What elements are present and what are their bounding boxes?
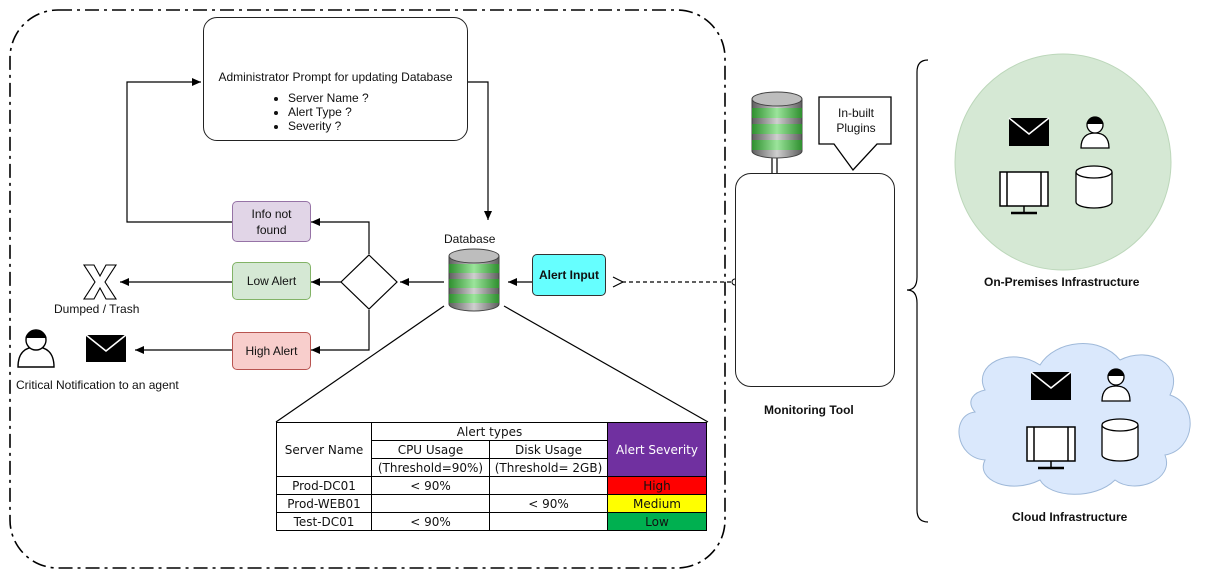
critical-notification-label: Critical Notification to an agent [16, 378, 179, 392]
header-cpu-threshold: (Threshold=90%) [371, 458, 490, 477]
info-to-admin-arrow [126, 78, 232, 223]
onprem-monitor-icon [999, 171, 1049, 215]
admin-prompt-item: Alert Type ? [288, 105, 369, 119]
connectors [120, 78, 778, 423]
header-disk-usage: Disk Usage [489, 440, 608, 459]
table-row: Test-DC01 < 90% Low [276, 512, 707, 531]
admin-prompt-item: Severity ? [288, 119, 369, 133]
onprem-label: On-Premises Infrastructure [984, 275, 1140, 289]
header-alert-severity: Alert Severity [607, 422, 707, 477]
database-icon [448, 248, 500, 312]
info-not-found-box: Info not found [232, 201, 311, 242]
low-alert-label: Low Alert [246, 274, 297, 288]
cloud-storage-icon [1101, 418, 1139, 462]
onprem-circle [954, 53, 1172, 271]
decision-to-high-alert-arrow [311, 310, 370, 354]
high-alert-box: High Alert [232, 332, 311, 370]
onprem-mail-icon [1008, 117, 1050, 146]
cell-severity-high: High [607, 476, 707, 495]
plugins-callout [818, 96, 892, 172]
cell-cpu: < 90% [371, 512, 490, 531]
header-alert-types: Alert types [371, 422, 608, 441]
mail-icon [85, 334, 127, 362]
cell-server: Test-DC01 [276, 512, 372, 531]
admin-prompt-item: Server Name ? [288, 91, 369, 105]
database-to-table-line-right [503, 305, 709, 423]
cell-disk [489, 476, 608, 495]
onprem-storage-icon [1075, 165, 1113, 209]
cloud-label: Cloud Infrastructure [1012, 510, 1128, 524]
database-to-table-line-left [275, 305, 445, 423]
agent-user-icon [17, 329, 55, 368]
cell-severity-medium: Medium [607, 494, 707, 513]
monitoring-tool-box [735, 173, 895, 387]
onprem-user-icon [1080, 116, 1110, 149]
cloud-shape [958, 343, 1191, 495]
admin-prompt-box: Administrator Prompt for updating Databa… [203, 17, 468, 141]
dumped-label: Dumped / Trash [54, 302, 140, 316]
cell-disk: < 90% [489, 494, 608, 513]
cell-server: Prod-WEB01 [276, 494, 372, 513]
admin-to-database-arrow [466, 81, 492, 220]
admin-prompt-title: Administrator Prompt for updating Databa… [218, 70, 453, 84]
cell-disk [489, 512, 608, 531]
decision-to-info-arrow [311, 218, 370, 254]
cell-severity-low: Low [607, 512, 707, 531]
header-cpu-usage: CPU Usage [371, 440, 490, 459]
cell-cpu: < 90% [371, 476, 490, 495]
table-row: Prod-DC01 < 90% High [276, 476, 707, 495]
header-server-name: Server Name [276, 422, 372, 477]
cloud-monitor-icon [1026, 426, 1076, 470]
cell-cpu [371, 494, 490, 513]
infrastructure-brace [906, 59, 929, 523]
decision-diamond [340, 254, 398, 310]
info-not-found-label: Info not found [251, 206, 292, 237]
table-row: Prod-WEB01 < 90% Medium [276, 494, 707, 513]
trash-x-icon [82, 264, 118, 300]
high-alert-label: High Alert [245, 344, 298, 358]
monitoring-tool-label: Monitoring Tool [764, 403, 854, 417]
cloud-user-icon [1101, 368, 1131, 402]
system-boundary [9, 9, 726, 569]
low-alert-box: Low Alert [232, 262, 311, 300]
cloud-mail-icon [1030, 371, 1072, 400]
monitoring-database-icon [751, 91, 803, 159]
admin-prompt-list: Server Name ? Alert Type ? Severity ? [274, 91, 369, 133]
plugins-label: In-built Plugins [836, 106, 876, 135]
cell-server: Prod-DC01 [276, 476, 372, 495]
database-label: Database [444, 232, 496, 246]
alert-input-box: Alert Input [532, 254, 606, 296]
alert-input-label: Alert Input [539, 268, 599, 282]
alert-table: Server Name Alert types Alert Severity C… [276, 422, 707, 531]
header-disk-threshold: (Threshold= 2GB) [489, 458, 608, 477]
